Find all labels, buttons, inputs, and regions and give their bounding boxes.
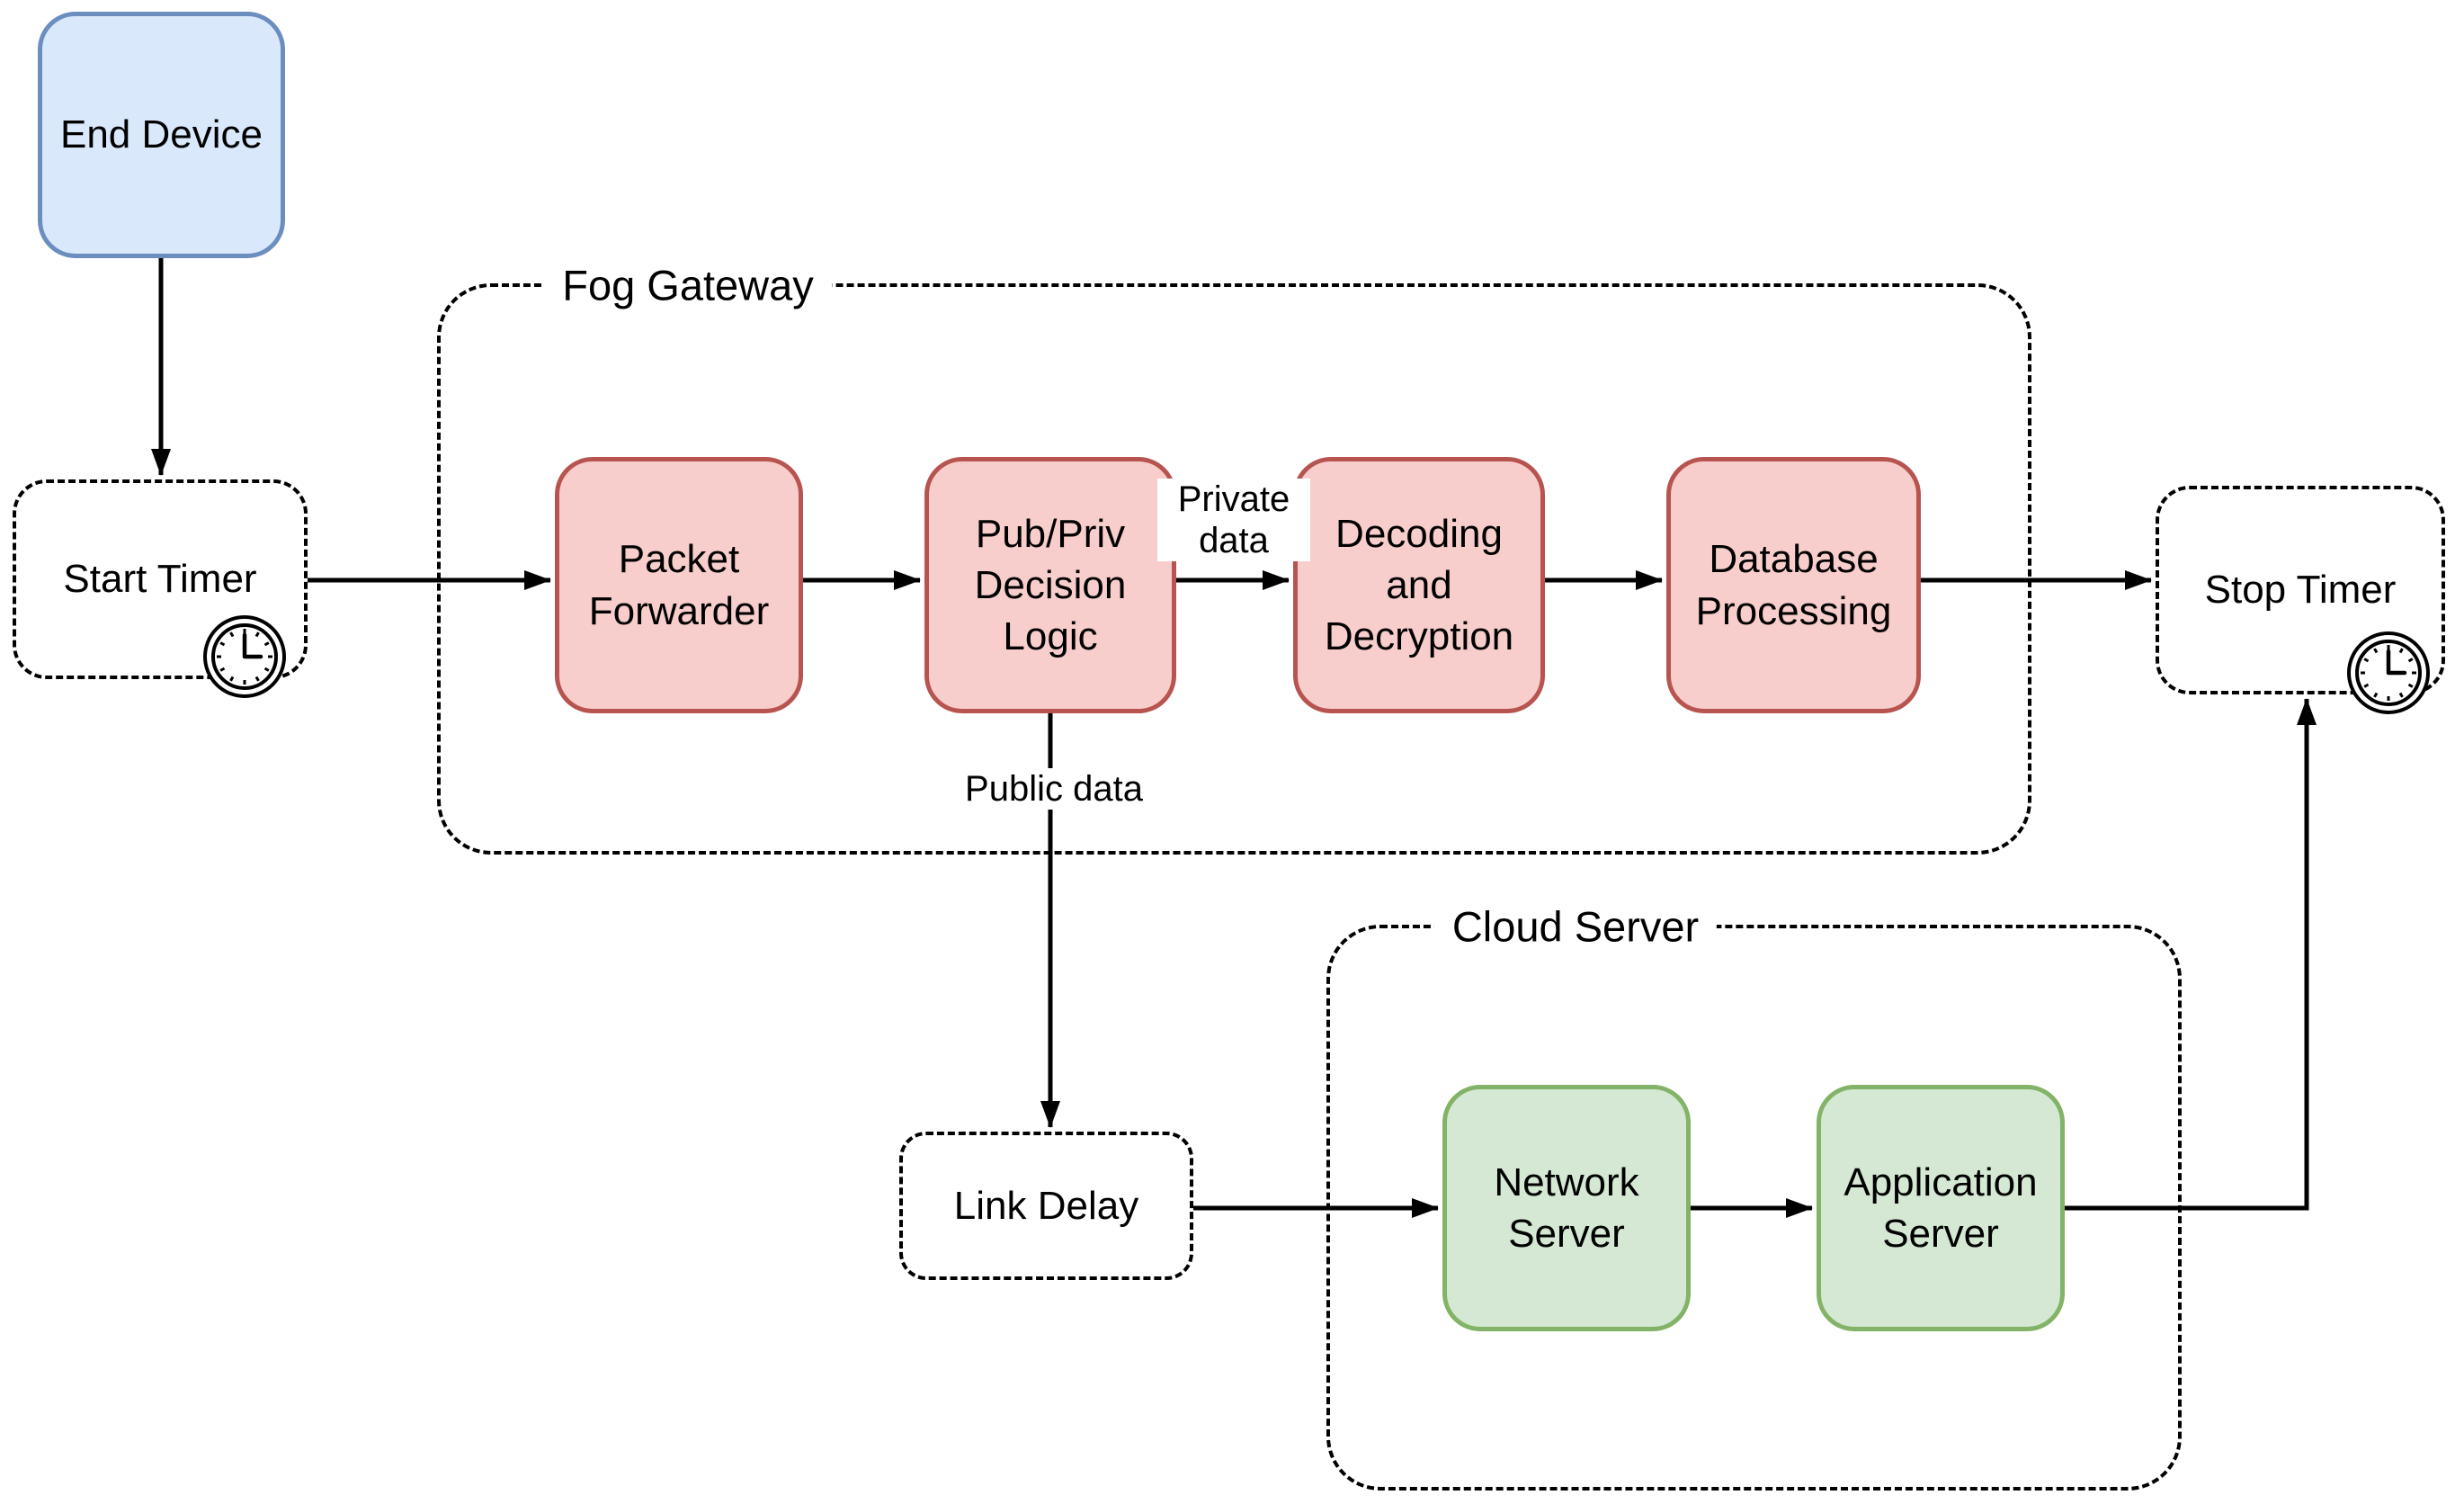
fog-gateway-group — [437, 283, 2031, 855]
clock-hands — [242, 632, 263, 659]
node-label: End Device — [59, 112, 263, 157]
private-data-edge-label: Private data — [1157, 479, 1310, 561]
fog-gateway-group-label: Fog Gateway — [544, 258, 832, 312]
node-start-timer: Start Timer — [13, 479, 308, 679]
node-end-device: End Device — [38, 12, 285, 258]
node-label: Link Delay — [953, 1183, 1139, 1228]
node-label: Stop Timer — [2204, 568, 2397, 613]
node-link-delay: Link Delay — [899, 1132, 1193, 1280]
node-application-server: Application Server — [1817, 1085, 2065, 1331]
public-data-edge-label: Public data — [960, 768, 1148, 810]
node-decoding-and-decryption: Decoding and Decryption — [1293, 457, 1545, 713]
edge-application-server-to-stop-timer — [2065, 698, 2317, 1211]
node-label: Start Timer — [63, 557, 257, 602]
clock-icon — [203, 615, 286, 698]
node-database-processing: Database Processing — [1666, 457, 1921, 713]
cloud-server-group-label: Cloud Server — [1433, 900, 1718, 953]
node-label: Database Processing — [1695, 537, 1892, 633]
node-label: Packet Forwarder — [588, 537, 770, 633]
node-label: Network Server — [1494, 1159, 1639, 1256]
node-label: Decoding and Decryption — [1324, 511, 1514, 659]
clock-hands — [2386, 649, 2407, 676]
node-label: Pub/Priv Decision Logic — [974, 511, 1127, 659]
clock-icon — [2347, 631, 2430, 714]
node-packet-forwarder: Packet Forwarder — [555, 457, 803, 713]
node-label: Application Server — [1844, 1159, 2038, 1256]
node-pub-priv-decision-logic: Pub/Priv Decision Logic — [924, 457, 1176, 713]
node-network-server: Network Server — [1442, 1085, 1691, 1331]
